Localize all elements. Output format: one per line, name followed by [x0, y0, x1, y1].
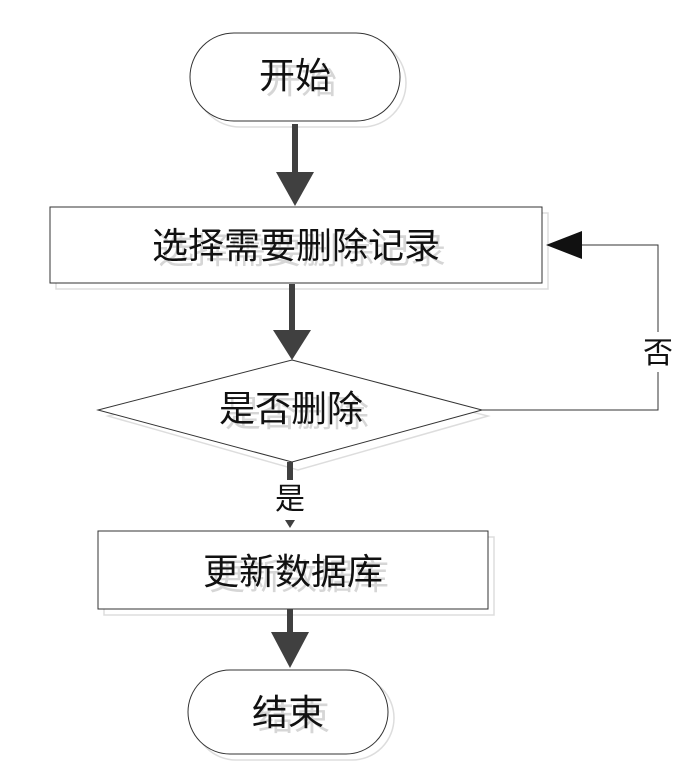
- arrow-no-loop: 否: [482, 231, 676, 411]
- end-label-shadow: 结束: [258, 698, 330, 739]
- select-record-label-shadow: 选择需要删除记录: [158, 231, 446, 272]
- arrow-update-to-end: [271, 609, 309, 668]
- select-record-label: 选择需要删除记录: [152, 226, 440, 267]
- end-label: 结束: [252, 693, 324, 734]
- decision-label: 是否删除: [219, 389, 363, 430]
- arrow-yes: 是: [275, 462, 305, 528]
- end-node: 结束 结束: [187, 669, 395, 761]
- decision-node: 是否删除 是否删除: [96, 359, 491, 471]
- update-db-label: 更新数据库: [203, 552, 383, 593]
- select-record-node: 选择需要删除记录 选择需要删除记录: [49, 206, 549, 290]
- start-label-shadow: 开始: [265, 61, 337, 102]
- no-label: 否: [643, 336, 673, 371]
- update-db-label-shadow: 更新数据库: [209, 557, 389, 598]
- arrow-select-to-decision: [273, 284, 311, 360]
- arrow-start-to-select: [276, 124, 314, 206]
- start-node: 开始 开始: [189, 32, 407, 128]
- update-db-node: 更新数据库 更新数据库: [97, 530, 495, 616]
- decision-label-shadow: 是否删除: [225, 394, 369, 435]
- yes-label: 是: [275, 482, 305, 517]
- start-label: 开始: [259, 56, 331, 97]
